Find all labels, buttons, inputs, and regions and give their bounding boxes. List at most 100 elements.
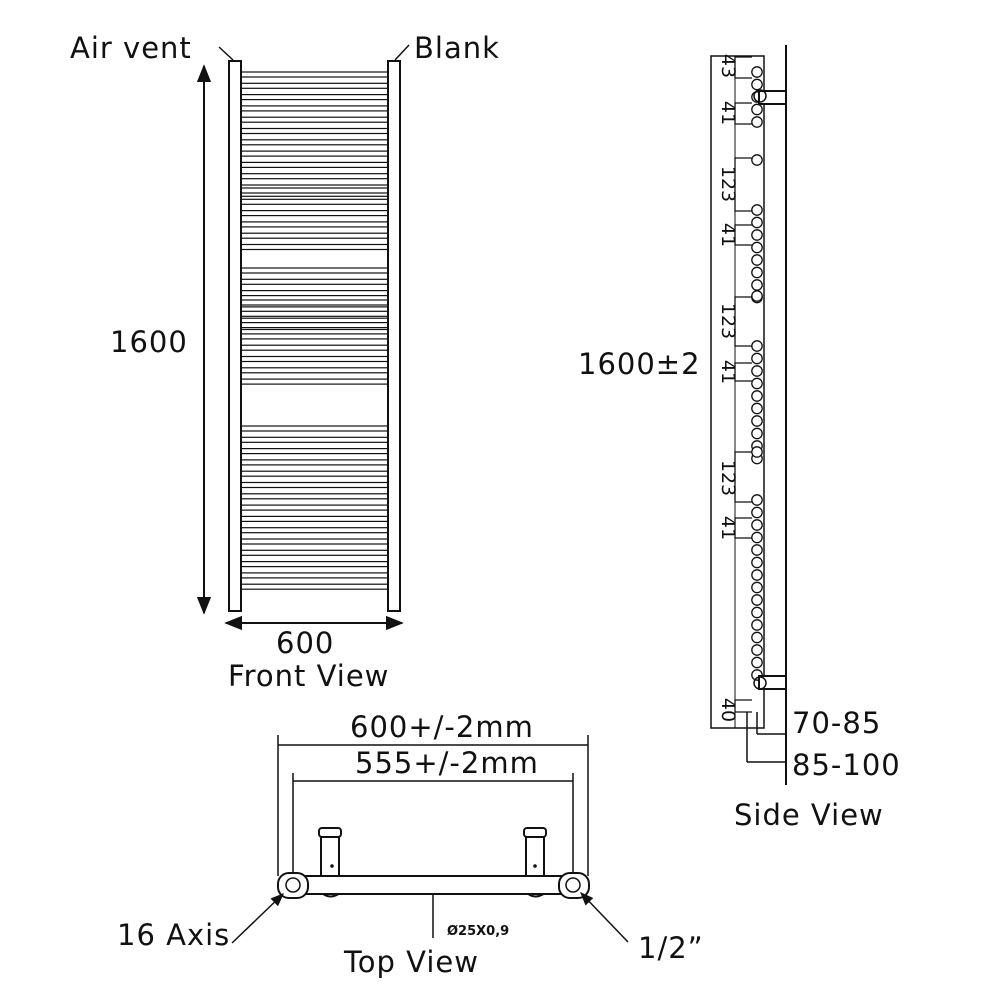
front-rail <box>240 504 389 511</box>
side-rail-circle <box>751 204 763 216</box>
axis-arrow <box>231 893 284 944</box>
side-rail-circle <box>751 254 763 266</box>
thread-arrow <box>580 892 629 943</box>
spacing-label: 123 <box>717 303 739 339</box>
blank-leader <box>394 44 410 61</box>
right-upright-bore <box>565 877 581 893</box>
front-rail <box>240 425 389 432</box>
spacing-bracket <box>734 56 752 79</box>
side-rail-circle <box>751 216 763 229</box>
side-rail-circle <box>751 352 763 365</box>
side-rail-sections <box>751 66 763 681</box>
bottom-bracket-pipe <box>753 676 767 690</box>
depth-inner-label: 70-85 <box>792 706 881 740</box>
front-rail <box>240 367 389 374</box>
front-rail <box>240 481 389 489</box>
front-rail <box>240 267 389 274</box>
side-rail-circle <box>751 569 763 581</box>
top-view: 600+/-2mm 555+/-2mm 16 Axis 1/2” Ø25X0,9… <box>117 710 704 979</box>
front-rail <box>240 493 389 500</box>
left-upright-end <box>277 872 309 899</box>
spacing-label: 41 <box>717 360 739 384</box>
thread-label: 1/2” <box>638 931 704 965</box>
axis-label: 16 Axis <box>117 918 230 952</box>
side-rail-circle <box>751 78 763 91</box>
spacing-bracket <box>734 157 752 212</box>
side-rail-circle <box>751 506 763 519</box>
side-rail-circle <box>751 390 763 402</box>
front-rail <box>240 243 389 251</box>
side-view-title: Side View <box>734 798 884 832</box>
front-rail <box>240 459 389 466</box>
spacing-bracket <box>734 224 752 246</box>
side-rail-circle <box>751 631 763 644</box>
front-rail <box>240 378 389 385</box>
spacing-bracket <box>734 296 752 347</box>
front-rail <box>240 448 389 455</box>
front-rail <box>240 470 389 477</box>
side-rail-circle <box>751 365 763 377</box>
right-bracket-screw <box>533 864 537 868</box>
front-rail <box>240 127 389 135</box>
side-rail-circle <box>751 154 763 166</box>
front-rail <box>240 333 389 340</box>
spacing-label: 123 <box>717 460 739 496</box>
front-rail <box>240 221 389 228</box>
side-rail-circle <box>751 644 763 656</box>
top-bracket-pipe <box>753 89 767 103</box>
side-rail-circle <box>751 116 763 128</box>
side-rail-circle <box>751 229 763 241</box>
spacing-label: 43 <box>717 54 739 78</box>
front-rail <box>240 187 389 194</box>
front-rail <box>240 210 389 217</box>
outer-width-label: 600+/-2mm <box>350 710 534 744</box>
spacing-label: 41 <box>717 516 739 540</box>
side-rail-circle <box>751 606 763 619</box>
front-rail <box>240 173 389 180</box>
front-rail <box>240 232 389 239</box>
front-rail <box>240 278 389 285</box>
top-view-title: Top View <box>343 945 479 979</box>
top-rail-tube <box>289 875 576 895</box>
side-rail-circle <box>751 531 763 544</box>
front-rail <box>240 515 389 523</box>
front-rail <box>240 150 389 157</box>
front-rail <box>240 436 389 443</box>
side-rail-circle <box>751 594 763 606</box>
front-rail <box>240 93 389 101</box>
front-view: Air vent Blank 1600 600 Front View <box>70 31 500 693</box>
side-rail-circle <box>751 556 763 569</box>
spacing-bracket <box>734 517 752 539</box>
left-bracket-arm <box>320 831 340 879</box>
front-rail <box>240 299 389 306</box>
side-rail-circle <box>751 66 763 78</box>
blank-label: Blank <box>414 31 500 65</box>
front-rail <box>240 198 389 205</box>
top-wall-bracket <box>758 90 787 105</box>
spacing-bracket <box>734 102 752 125</box>
front-rail <box>240 572 389 579</box>
front-view-title: Front View <box>228 659 389 693</box>
front-width-label: 600 <box>276 626 334 660</box>
center-width-label: 555+/-2mm <box>355 746 539 780</box>
side-rail-circle <box>751 427 763 440</box>
right-upright <box>387 60 401 612</box>
spacing-label: 40 <box>717 698 739 722</box>
front-rail <box>240 538 389 545</box>
side-rail-circle <box>751 446 763 458</box>
front-rail <box>240 290 389 297</box>
front-rail <box>240 105 389 112</box>
side-rail-circle <box>751 402 763 415</box>
side-rail-circle <box>751 581 763 594</box>
air-vent-leader <box>218 46 234 61</box>
right-bracket-arm <box>525 831 545 879</box>
left-bracket-screw <box>330 864 334 868</box>
right-upright-end <box>558 872 590 899</box>
front-rail <box>240 549 389 556</box>
front-rail <box>240 583 389 590</box>
side-rail-circle <box>751 340 763 352</box>
side-rail-circle <box>751 656 763 669</box>
side-rail-circle <box>751 377 763 390</box>
